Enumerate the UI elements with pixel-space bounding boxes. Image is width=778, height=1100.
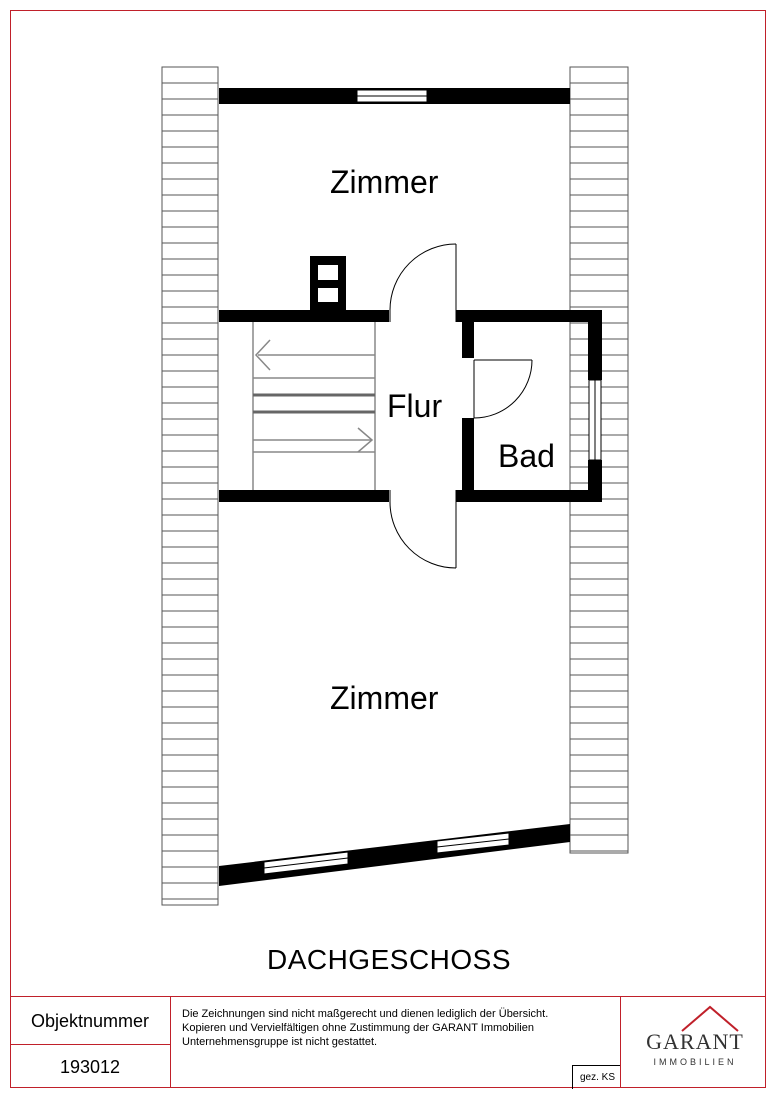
drawn-by: gez. KS (580, 1072, 616, 1083)
stairs (252, 322, 376, 490)
chimney (310, 256, 346, 310)
footer-divider (170, 997, 171, 1088)
disclaimer-line: Kopieren und Vervielfältigen ohne Zustim… (182, 1022, 534, 1034)
page-frame (10, 10, 766, 1088)
room-label-zimmer-top: Zimmer (330, 164, 439, 200)
room-label-zimmer-bottom: Zimmer (330, 680, 439, 716)
garant-logo: GARANT IMMOBILIEN (624, 1001, 766, 1085)
object-separator (10, 1044, 170, 1045)
doors (389, 243, 533, 569)
floor-plan (161, 66, 629, 906)
disclaimer-line: Unternehmensgruppe ist nicht gestattet. (182, 1036, 378, 1048)
room-label-bad: Bad (498, 438, 555, 474)
drawn-by-box (572, 1065, 620, 1066)
object-number-value: 193012 (59, 1057, 121, 1077)
object-number-label: Objektnummer (30, 1011, 150, 1031)
logo-name: GARANT (646, 1029, 744, 1054)
top-wall (219, 88, 570, 104)
bath-window (588, 379, 602, 461)
middle-walls (219, 310, 602, 502)
footer-divider (620, 997, 621, 1088)
disclaimer: Die Zeichnungen sind nicht maßgerecht un… (182, 1007, 620, 1049)
logo-roof-icon (681, 1005, 739, 1032)
bottom-wall (219, 824, 570, 886)
logo-subtitle: IMMOBILIEN (653, 1057, 737, 1067)
footer: Objektnummer 193012 Die Zeichnungen sind… (10, 996, 766, 1089)
floor-title: DACHGESCHOSS (266, 944, 512, 975)
disclaimer-line: Die Zeichnungen sind nicht maßgerecht un… (182, 1008, 549, 1020)
room-label-flur: Flur (387, 388, 443, 424)
roof-left (161, 66, 219, 906)
drawn-by-box (572, 1065, 573, 1089)
